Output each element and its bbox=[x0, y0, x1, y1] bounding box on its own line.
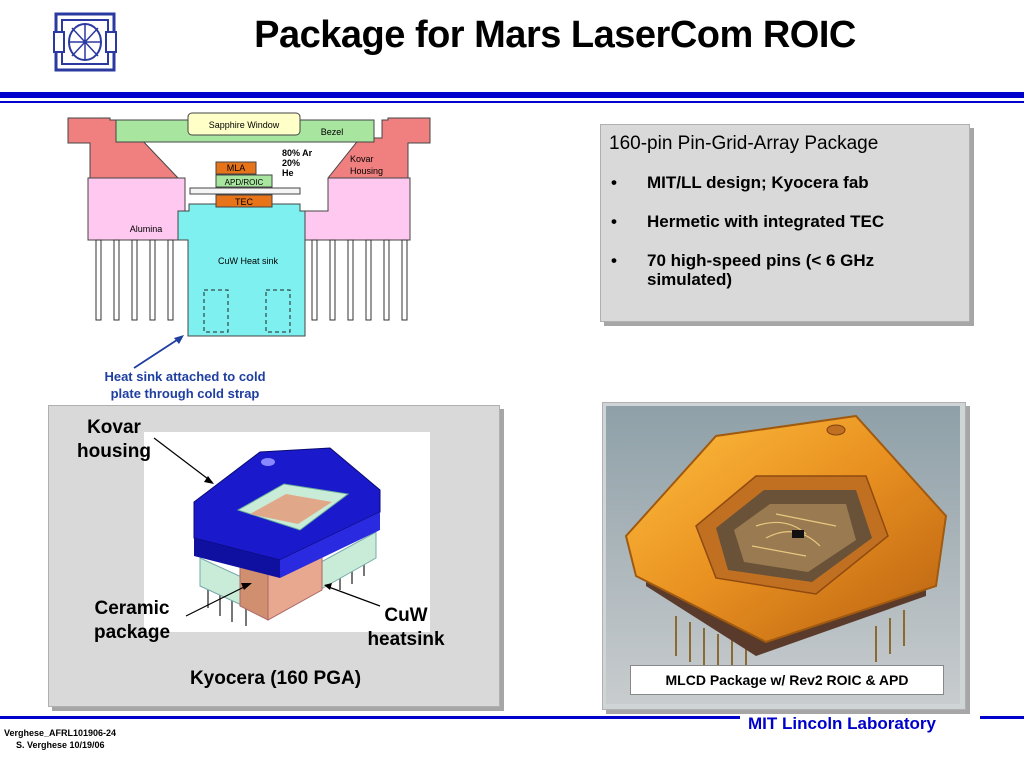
footer-rule-right bbox=[980, 716, 1024, 719]
cuw-label-line-2: heatsink bbox=[367, 629, 445, 650]
header-rule-thin bbox=[0, 101, 1024, 103]
label-gas-2: 20% bbox=[282, 158, 300, 168]
summary-heading: 160-pin Pin-Grid-Array Package bbox=[609, 133, 879, 154]
ceramic-package-label: Ceramic package bbox=[80, 597, 184, 645]
label-kovar-1: Kovar bbox=[350, 154, 374, 164]
bullet-marker: • bbox=[611, 212, 617, 231]
apd-roic bbox=[215, 174, 273, 188]
pins-left bbox=[95, 239, 174, 321]
cuw-label-line-1: CuW bbox=[384, 605, 428, 626]
package-cross-section: Sapphire Window Bezel 80% Ar 20% He Kova… bbox=[67, 112, 431, 338]
list-item: • MIT/LL design; Kyocera fab bbox=[611, 173, 961, 192]
caption-arrow bbox=[133, 335, 184, 369]
render-caption: Kyocera (160 PGA) bbox=[189, 668, 362, 689]
kovar-label-line-2: housing bbox=[77, 441, 151, 462]
cuw-heatsink-label: CuW heatsink bbox=[354, 604, 458, 652]
label-alumina: Alumina bbox=[130, 224, 163, 234]
heatsink-caption: Heat sink attached to cold plate through… bbox=[60, 368, 310, 402]
bullet-marker: • bbox=[611, 251, 617, 270]
label-kovar-2: Housing bbox=[350, 166, 383, 176]
render-callouts bbox=[153, 437, 381, 617]
footer-lab-name: MIT Lincoln Laboratory bbox=[748, 714, 936, 733]
tec bbox=[215, 194, 273, 208]
bullet-text: 70 high-speed pins (< 6 GHz simulated) bbox=[647, 251, 875, 289]
label-apd-roic: APD/ROIC bbox=[225, 178, 264, 187]
package-3d-render bbox=[193, 447, 381, 626]
ceramic-label-line-2: package bbox=[93, 622, 171, 643]
header-rule bbox=[0, 92, 1024, 98]
heatsink-caption-line-1: Heat sink attached to cold bbox=[104, 369, 266, 384]
kovar-label-line-1: Kovar bbox=[87, 417, 141, 438]
label-sapphire: Sapphire Window bbox=[209, 120, 280, 130]
label-gas-3: He bbox=[282, 168, 294, 178]
photo-caption: MLCD Package w/ Rev2 ROIC & APD bbox=[630, 665, 944, 695]
bullet-text: MIT/LL design; Kyocera fab bbox=[647, 173, 869, 192]
summary-bullets: • MIT/LL design; Kyocera fab • Hermetic wi… bbox=[611, 173, 961, 309]
heatsink-caption-line-2: plate through cold strap bbox=[110, 386, 260, 401]
label-heatsink: CuW Heat sink bbox=[218, 256, 279, 266]
pins-right bbox=[311, 239, 408, 321]
list-item: • Hermetic with integrated TEC bbox=[611, 212, 961, 231]
bullet-marker: • bbox=[611, 173, 617, 192]
footer-reference: Verghese_AFRL101906-24 S. Verghese 10/19… bbox=[4, 727, 116, 751]
slide-title: Package for Mars LaserCom ROIC bbox=[254, 14, 856, 56]
ceramic-label-line-1: Ceramic bbox=[94, 598, 170, 619]
package-photo bbox=[606, 406, 960, 704]
cuw-heatsink bbox=[177, 203, 306, 337]
label-tec: TEC bbox=[235, 197, 254, 207]
apd-roic-plate bbox=[189, 187, 301, 195]
summary-panel: 160-pin Pin-Grid-Array Package • MIT/LL d… bbox=[600, 124, 970, 322]
label-bezel: Bezel bbox=[321, 127, 344, 137]
kovar-housing-label: Kovar housing bbox=[62, 416, 166, 464]
list-item: • 70 high-speed pins (< 6 GHz simulated) bbox=[611, 251, 961, 289]
footer-rule-left bbox=[0, 716, 740, 719]
mla bbox=[215, 161, 257, 175]
label-mla: MLA bbox=[227, 163, 246, 173]
alumina-right bbox=[304, 177, 411, 241]
mit-ll-logo bbox=[53, 12, 117, 72]
footer-author: S. Verghese 10/19/06 bbox=[16, 740, 105, 750]
sapphire-window bbox=[187, 112, 301, 136]
label-gas-1: 80% Ar bbox=[282, 148, 313, 158]
bullet-text: Hermetic with integrated TEC bbox=[647, 212, 885, 231]
footer-ref-id: Verghese_AFRL101906-24 bbox=[4, 728, 117, 738]
